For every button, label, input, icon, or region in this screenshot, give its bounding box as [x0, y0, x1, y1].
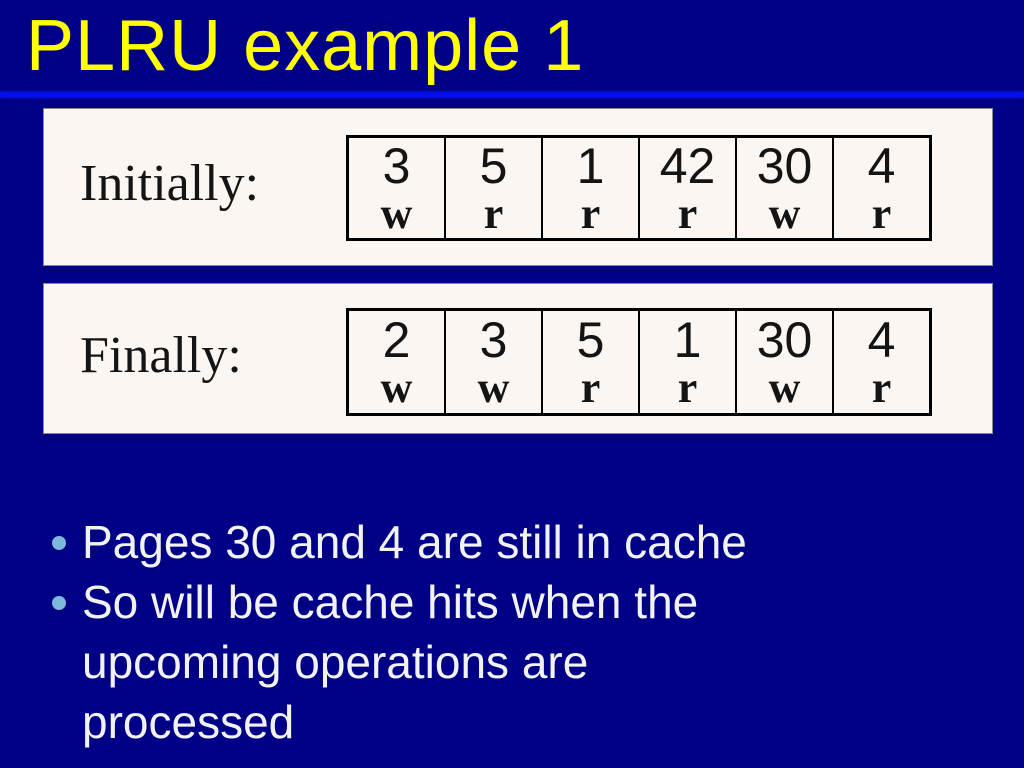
op-letter: r [677, 363, 698, 412]
cache-row: 3 w 5 r 1 r 42 r [346, 135, 932, 241]
op-letter: w [477, 363, 510, 412]
page-number: 3 [382, 138, 411, 194]
cache-cell: 1 r [638, 308, 737, 416]
page-number: 42 [659, 138, 716, 194]
page-number: 5 [576, 312, 605, 368]
bullet-list: Pages 30 and 4 are still in cache So wil… [48, 512, 788, 752]
page-number: 4 [867, 312, 896, 368]
op-letter: r [677, 189, 698, 238]
page-number: 1 [576, 138, 605, 194]
cache-cell: 4 r [832, 308, 932, 416]
op-letter: r [580, 189, 601, 238]
op-letter: r [483, 189, 504, 238]
cache-cell: 30 w [735, 135, 834, 241]
final-cache-table: 2 w 3 w 5 r 1 r [346, 308, 932, 416]
final-label: Finally: [80, 326, 242, 384]
cache-row: 2 w 3 w 5 r 1 r [346, 308, 932, 416]
initial-state-panel: Initially: 3 w 5 r 1 r [43, 108, 993, 266]
title-underline [0, 92, 1024, 97]
op-letter: w [768, 189, 801, 238]
bullet-item: Pages 30 and 4 are still in cache [48, 512, 788, 572]
cache-cell: 30 w [735, 308, 834, 416]
page-number: 30 [756, 138, 813, 194]
bullet-icon [52, 536, 66, 550]
op-letter: r [871, 363, 892, 412]
page-number: 1 [673, 312, 702, 368]
op-letter: w [380, 363, 413, 412]
op-letter: r [580, 363, 601, 412]
cache-cell: 3 w [444, 308, 543, 416]
slide-title: PLRU example 1 [26, 6, 585, 86]
bullet-text: Pages 30 and 4 are still in cache [82, 516, 747, 568]
cache-cell: 4 r [832, 135, 932, 241]
cache-cell: 1 r [541, 135, 640, 241]
page-number: 30 [756, 312, 813, 368]
final-state-panel: Finally: 2 w 3 w 5 r [43, 283, 993, 434]
page-number: 3 [479, 312, 508, 368]
cache-cell: 3 w [346, 135, 446, 241]
page-number: 4 [867, 138, 896, 194]
cache-cell: 5 r [541, 308, 640, 416]
page-number: 5 [479, 138, 508, 194]
initial-label: Initially: [80, 154, 260, 212]
op-letter: r [871, 189, 892, 238]
op-letter: w [768, 363, 801, 412]
initial-cache-table: 3 w 5 r 1 r 42 r [346, 135, 932, 241]
cache-cell: 5 r [444, 135, 543, 241]
op-letter: w [380, 189, 413, 238]
page-number: 2 [382, 312, 411, 368]
bullet-icon [52, 596, 66, 610]
cache-cell: 42 r [638, 135, 737, 241]
bullet-text: So will be cache hits when the upcoming … [82, 576, 699, 748]
cache-cell: 2 w [346, 308, 446, 416]
bullet-item: So will be cache hits when the upcoming … [48, 572, 788, 752]
